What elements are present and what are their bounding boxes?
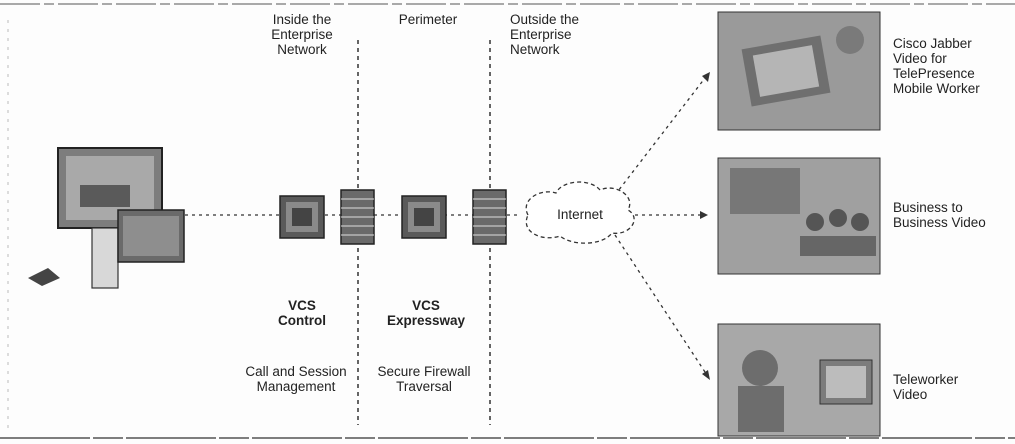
vcs-control-title: VCS Control bbox=[278, 298, 326, 328]
vcs-expressway-title: VCS Expressway bbox=[386, 298, 466, 328]
outside-firewall-icon bbox=[472, 189, 507, 245]
cloud-to-mobile-line bbox=[614, 77, 706, 196]
business-to-business-label: Business to Business Video bbox=[893, 200, 986, 230]
mobile-worker-photo bbox=[717, 11, 881, 131]
telepresence-room-system-icon bbox=[28, 147, 185, 289]
b2b-arrowhead bbox=[700, 211, 708, 219]
vcs-expressway-role: Secure Firewall Traversal bbox=[377, 364, 471, 394]
business-meeting-photo bbox=[717, 157, 881, 275]
vcs-control-role: Call and Session Management bbox=[245, 364, 347, 394]
inside-enterprise-label: Inside the Enterprise Network bbox=[271, 12, 333, 57]
internet-cloud-icon bbox=[525, 181, 635, 244]
internet-label: Internet bbox=[557, 207, 603, 222]
inside-firewall-icon bbox=[340, 189, 375, 245]
perimeter-label: Perimeter bbox=[398, 12, 458, 27]
mobile-worker-label: Cisco Jabber Video for TelePresence Mobi… bbox=[893, 36, 980, 96]
vcs-control-server-icon bbox=[279, 195, 325, 239]
outside-enterprise-label: Outside the Enterprise Network bbox=[510, 12, 580, 57]
teleworker-photo bbox=[717, 323, 881, 437]
mobile-arrowhead bbox=[702, 72, 710, 82]
vcs-expressway-server-icon bbox=[401, 195, 447, 239]
teleworker-arrowhead bbox=[702, 370, 710, 380]
cloud-to-teleworker-line bbox=[614, 234, 706, 373]
teleworker-label: Teleworker Video bbox=[893, 372, 959, 402]
